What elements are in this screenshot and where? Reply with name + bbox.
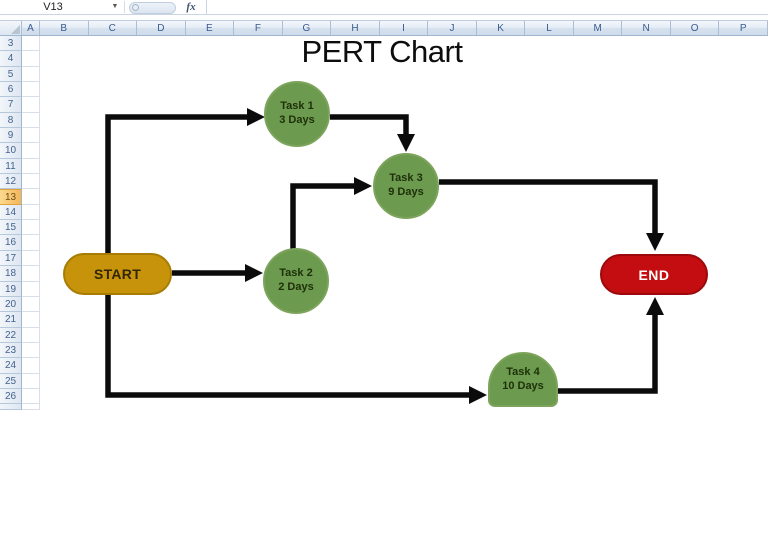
column-header-K[interactable]: K (476, 21, 526, 35)
task1-label: Task 1 (280, 100, 314, 112)
row-header-19[interactable]: 19 (0, 281, 22, 297)
arrowhead-into-task4 (469, 386, 487, 404)
column-header-G[interactable]: G (282, 21, 332, 35)
row-headers: 3 4 5 6 7 8 9 10 11 12 13 14 15 16 17 18… (0, 36, 22, 411)
arrowhead-into-task3-top (397, 134, 415, 152)
column-headers: A B C D E F G H I J K L M N O P (0, 20, 768, 36)
row-header-23[interactable]: 23 (0, 342, 22, 359)
column-a-cells[interactable] (22, 36, 40, 411)
start-node-label: START (93, 266, 142, 282)
task2-node[interactable]: Task 2 2 Days (263, 248, 329, 314)
row-header-10[interactable]: 10 (0, 143, 22, 159)
arrowhead-into-task3-left (354, 177, 372, 195)
edge-task4-end[interactable] (558, 315, 658, 394)
column-header-P[interactable]: P (719, 21, 768, 35)
pill-dot-icon (132, 4, 139, 11)
row-header-8[interactable]: 8 (0, 112, 22, 129)
divider (124, 1, 125, 13)
column-header-M[interactable]: M (573, 21, 623, 35)
row-header-15[interactable]: 15 (0, 220, 22, 236)
chart-title[interactable]: PERT Chart (301, 34, 463, 69)
arrowhead-into-end-top (646, 233, 664, 251)
task1-node[interactable]: Task 1 3 Days (264, 81, 330, 147)
select-all-triangle-icon (11, 25, 20, 34)
task3-duration: 9 Days (388, 186, 424, 198)
row-header-6[interactable]: 6 (0, 82, 22, 98)
row-header-17[interactable]: 17 (0, 250, 22, 267)
edge-task2-task3[interactable] (290, 183, 356, 252)
column-header-A[interactable]: A (22, 21, 40, 35)
edge-task3-end[interactable] (439, 179, 658, 235)
formula-input[interactable] (207, 0, 768, 14)
row-header-16[interactable]: 16 (0, 235, 22, 251)
row-header-3[interactable]: 3 (0, 36, 22, 52)
formula-bar: V13 ▼ fx (0, 0, 768, 15)
arrowhead-into-task1 (247, 108, 265, 126)
column-header-B[interactable]: B (40, 21, 89, 35)
column-header-L[interactable]: L (525, 21, 574, 35)
name-box-dropdown-icon[interactable]: ▼ (111, 3, 119, 10)
task2-label: Task 2 (279, 267, 313, 279)
end-node[interactable]: END (600, 254, 708, 295)
task1-duration: 3 Days (279, 114, 315, 126)
task3-node[interactable]: Task 3 9 Days (373, 153, 439, 219)
row-header-26[interactable]: 26 (0, 388, 22, 405)
task3-label: Task 3 (389, 172, 423, 184)
column-header-C[interactable]: C (88, 21, 138, 35)
row-header-14[interactable]: 14 (0, 204, 22, 221)
row-header-22[interactable]: 22 (0, 327, 22, 343)
row-header-partial[interactable] (0, 404, 22, 411)
sheet: 3 4 5 6 7 8 9 10 11 12 13 14 15 16 17 18… (0, 36, 768, 411)
row-header-5[interactable]: 5 (0, 66, 22, 83)
row-header-18[interactable]: 18 (0, 266, 22, 282)
empty-area (0, 411, 768, 551)
edge-task1-task3[interactable] (330, 114, 409, 136)
column-header-H[interactable]: H (331, 21, 380, 35)
column-header-J[interactable]: J (428, 21, 477, 35)
row-header-20[interactable]: 20 (0, 296, 22, 313)
divider (206, 0, 207, 14)
row-header-21[interactable]: 21 (0, 312, 22, 328)
column-header-N[interactable]: N (622, 21, 671, 35)
row-header-24[interactable]: 24 (0, 358, 22, 374)
row-header-11[interactable]: 11 (0, 158, 22, 175)
task4-label: Task 4 (506, 365, 540, 378)
column-header-F[interactable]: F (234, 21, 283, 35)
column-header-I[interactable]: I (379, 21, 429, 35)
row-header-4[interactable]: 4 (0, 51, 22, 67)
row-header-7[interactable]: 7 (0, 97, 22, 113)
formula-bar-pill (129, 1, 176, 14)
row-header-12[interactable]: 12 (0, 174, 22, 190)
insert-function-icon[interactable]: fx (186, 1, 196, 13)
name-box[interactable]: V13 (43, 1, 63, 13)
start-node[interactable]: START (63, 253, 172, 295)
sheet-canvas[interactable] (40, 36, 768, 411)
column-header-O[interactable]: O (670, 21, 720, 35)
task2-duration: 2 Days (278, 281, 314, 293)
column-header-E[interactable]: E (185, 21, 235, 35)
row-header-9[interactable]: 9 (0, 128, 22, 144)
task4-duration: 10 Days (502, 379, 544, 392)
row-header-25[interactable]: 25 (0, 373, 22, 389)
arrowhead-into-end-bottom (646, 297, 664, 315)
column-header-D[interactable]: D (137, 21, 186, 35)
row-header-13-selected[interactable]: 13 (0, 189, 22, 205)
task4-node[interactable]: Task 4 10 Days (488, 352, 558, 407)
end-node-label: END (638, 266, 670, 283)
select-all-corner[interactable] (0, 21, 22, 35)
arrowhead-into-task2 (245, 264, 263, 282)
